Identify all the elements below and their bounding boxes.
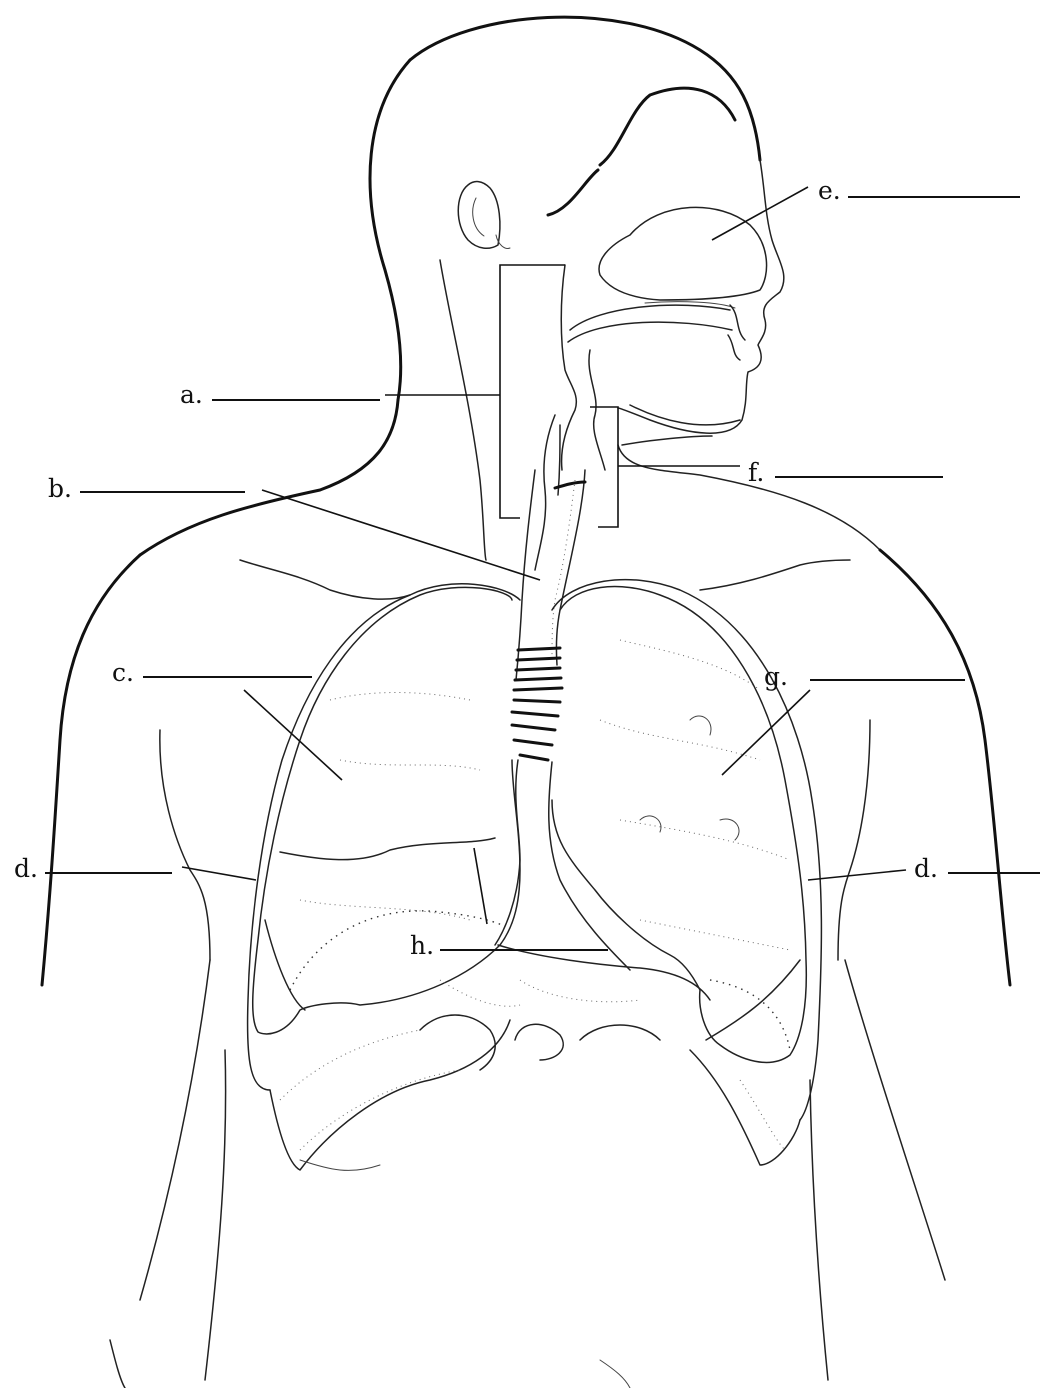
- label-g-text: g.: [764, 662, 788, 691]
- label-h-leader: [474, 848, 487, 924]
- label-h: h.: [410, 848, 608, 960]
- label-e-text: e.: [818, 176, 841, 205]
- label-c-text: c.: [112, 658, 134, 687]
- left-lung: [552, 580, 821, 1120]
- label-c-leader: [244, 690, 342, 780]
- label-a-bracket: [500, 265, 565, 518]
- trachea-rings: [512, 648, 562, 760]
- diaphragm: [300, 980, 660, 1170]
- label-d-right: d.: [808, 854, 1040, 883]
- annotation-layer: e. a. b. f. c.: [14, 176, 1040, 960]
- label-b: b.: [48, 474, 540, 580]
- airway: [495, 265, 630, 970]
- right-lung: [248, 584, 520, 1090]
- label-g-leader: [722, 690, 810, 775]
- label-b-text: b.: [48, 474, 72, 503]
- label-a-text: a.: [180, 380, 203, 409]
- label-g: g.: [722, 662, 965, 775]
- body-outline: [42, 17, 1010, 1388]
- label-d-right-text: d.: [914, 854, 938, 883]
- label-a: a.: [180, 265, 565, 518]
- label-b-leader: [262, 490, 540, 580]
- label-e-leader: [712, 187, 808, 240]
- pleura: [270, 945, 800, 1170]
- label-e: e.: [712, 176, 1020, 240]
- label-h-text: h.: [410, 931, 434, 960]
- label-d-right-leader: [808, 870, 906, 880]
- label-f-text: f.: [748, 458, 764, 487]
- label-d-left-text: d.: [14, 854, 38, 883]
